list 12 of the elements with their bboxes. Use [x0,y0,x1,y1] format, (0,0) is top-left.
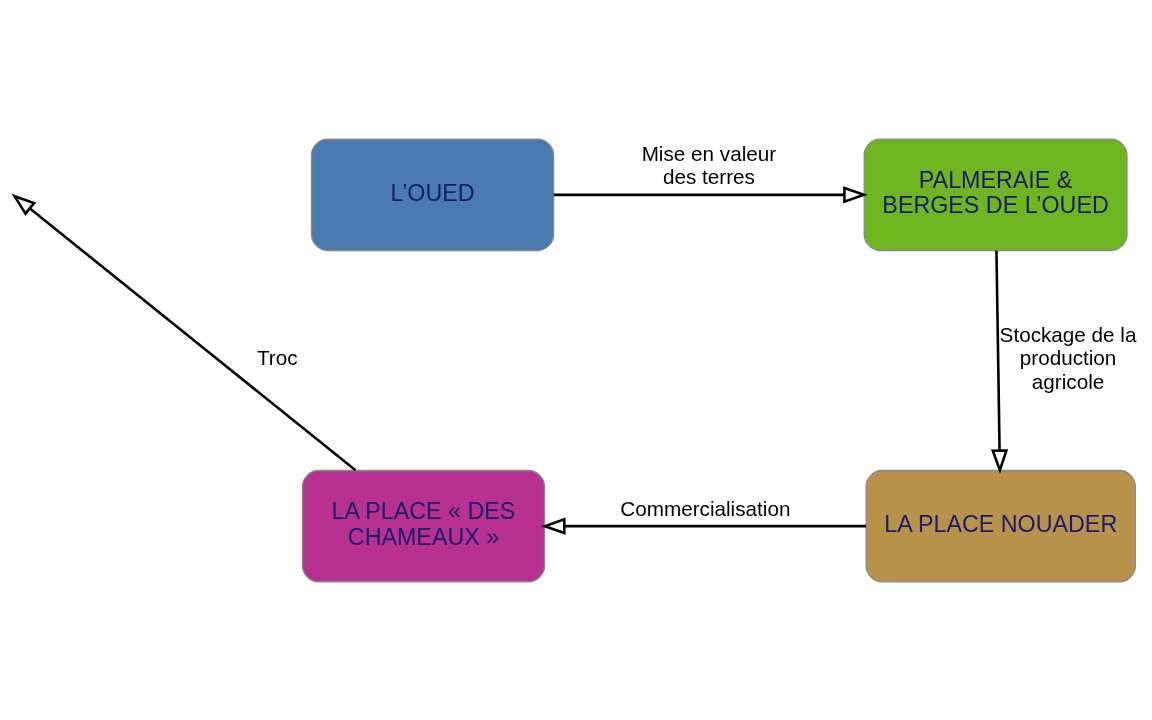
arrow [11,193,357,471]
edge-label: Troc [256,345,298,369]
arrow [553,185,868,203]
node-box: LA PLACE NOUADER [865,469,1136,582]
edge-label: Stockage de la production agricole [999,322,1137,393]
edge-label: Mise en valeur des terres [641,141,777,188]
edge-label: Commercialisation [620,496,791,520]
node-box: L’OUED [310,138,555,251]
node-box: LA PLACE « DES CHAMEAUX » [301,469,546,582]
node-box: PALMERAIE & BERGES DE L’OUED [863,138,1128,251]
arrow [540,517,866,535]
arrow [990,250,1009,474]
